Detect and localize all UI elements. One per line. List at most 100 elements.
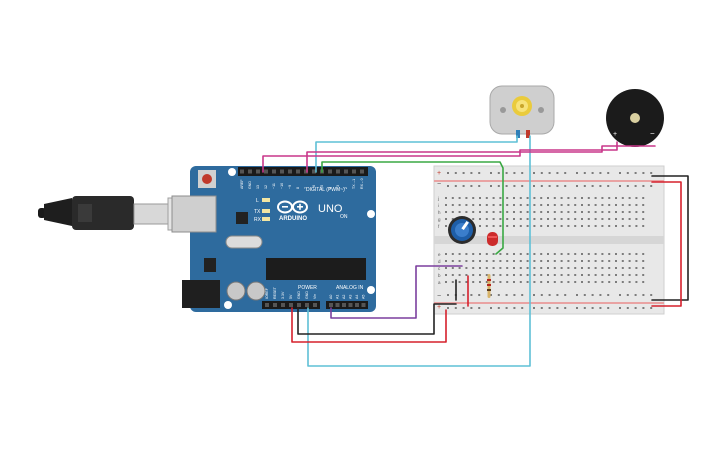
breadboard-hole[interactable]	[548, 294, 551, 296]
breadboard-hole[interactable]	[553, 204, 556, 206]
breadboard-hole[interactable]	[621, 218, 624, 220]
breadboard-hole[interactable]	[547, 281, 549, 283]
breadboard-hole[interactable]	[642, 172, 645, 174]
header-pin[interactable]	[329, 303, 333, 307]
breadboard-hole[interactable]	[547, 197, 549, 199]
breadboard-hole[interactable]	[499, 274, 502, 276]
breadboard-hole[interactable]	[499, 204, 502, 206]
breadboard-hole[interactable]	[465, 274, 468, 276]
breadboard-hole[interactable]	[519, 225, 522, 227]
breadboard-hole[interactable]	[521, 172, 524, 174]
breadboard-hole[interactable]	[594, 260, 597, 262]
breadboard-hole[interactable]	[587, 204, 590, 206]
breadboard-hole[interactable]	[485, 253, 488, 255]
breadboard-hole[interactable]	[526, 274, 529, 276]
breadboard-hole[interactable]	[560, 204, 563, 206]
breadboard-hole[interactable]	[533, 274, 536, 276]
breadboard-hole[interactable]	[581, 267, 583, 269]
breadboard-hole[interactable]	[451, 204, 454, 206]
red-led[interactable]	[487, 232, 498, 246]
wire-green[interactable]	[321, 161, 504, 255]
header-pin[interactable]	[281, 303, 285, 307]
breadboard-hole[interactable]	[540, 172, 543, 174]
breadboard-hole[interactable]	[556, 185, 559, 187]
breadboard-hole[interactable]	[642, 211, 645, 213]
breadboard-hole[interactable]	[513, 172, 516, 174]
breadboard-hole[interactable]	[601, 211, 604, 213]
breadboard-hole[interactable]	[478, 185, 481, 187]
breadboard-hole[interactable]	[576, 185, 578, 187]
wire-cyan-return[interactable]	[307, 135, 531, 367]
breadboard-hole[interactable]	[540, 307, 543, 309]
breadboard-hole[interactable]	[560, 253, 563, 255]
breadboard-hole[interactable]	[533, 294, 535, 296]
breadboard-hole[interactable]	[521, 307, 524, 309]
breadboard-hole[interactable]	[506, 260, 509, 262]
breadboard-hole[interactable]	[601, 274, 604, 276]
breadboard-hole[interactable]	[499, 211, 502, 213]
breadboard-hole[interactable]	[621, 197, 624, 199]
breadboard-hole[interactable]	[581, 253, 583, 255]
breadboard-hole[interactable]	[454, 172, 457, 174]
breadboard-hole[interactable]	[526, 253, 529, 255]
breadboard-hole[interactable]	[601, 204, 604, 206]
breadboard-hole[interactable]	[553, 260, 556, 262]
breadboard-hole[interactable]	[485, 260, 488, 262]
breadboard-hole[interactable]	[490, 172, 492, 174]
breadboard-hole[interactable]	[635, 218, 638, 220]
breadboard-hole[interactable]	[591, 185, 594, 187]
breadboard-hole[interactable]	[540, 211, 543, 213]
breadboard-hole[interactable]	[533, 218, 536, 220]
breadboard-hole[interactable]	[454, 185, 457, 187]
breadboard-hole[interactable]	[492, 267, 495, 269]
breadboard-hole[interactable]	[574, 197, 577, 199]
breadboard-hole[interactable]	[540, 294, 543, 296]
breadboard-hole[interactable]	[564, 172, 567, 174]
breadboard-hole[interactable]	[445, 218, 447, 220]
breadboard-hole[interactable]	[548, 172, 551, 174]
breadboard-hole[interactable]	[594, 281, 597, 283]
breadboard-hole[interactable]	[445, 260, 447, 262]
breadboard-hole[interactable]	[540, 253, 543, 255]
breadboard-hole[interactable]	[472, 197, 475, 199]
breadboard-hole[interactable]	[458, 253, 461, 255]
breadboard-hole[interactable]	[499, 197, 502, 199]
header-pin[interactable]	[296, 169, 300, 174]
breadboard-hole[interactable]	[564, 307, 567, 309]
breadboard-hole[interactable]	[506, 197, 509, 199]
arduino-uno-board[interactable]: L TX RX ON ARDUINO UNO DIGITAL (PWM~) PO…	[171, 166, 376, 312]
header-pin[interactable]	[312, 169, 316, 174]
breadboard-hole[interactable]	[642, 204, 645, 206]
header-pin[interactable]	[361, 303, 366, 307]
breadboard-hole[interactable]	[458, 197, 461, 199]
breadboard-hole[interactable]	[608, 225, 611, 227]
breadboard-hole[interactable]	[540, 197, 543, 199]
breadboard-hole[interactable]	[567, 204, 570, 206]
header-pin[interactable]	[256, 169, 260, 174]
breadboard-hole[interactable]	[540, 260, 543, 262]
breadboard-hole[interactable]	[608, 274, 611, 276]
breadboard-hole[interactable]	[506, 218, 509, 220]
breadboard-hole[interactable]	[599, 172, 602, 174]
breadboard-hole[interactable]	[567, 197, 570, 199]
breadboard-hole[interactable]	[497, 307, 500, 309]
breadboard-hole[interactable]	[621, 260, 624, 262]
breadboard-hole[interactable]	[608, 211, 611, 213]
breadboard-hole[interactable]	[506, 281, 509, 283]
breadboard-hole[interactable]	[574, 211, 577, 213]
header-pin[interactable]	[280, 169, 284, 174]
breadboard-hole[interactable]	[615, 274, 617, 276]
breadboard-hole[interactable]	[451, 274, 454, 276]
breadboard-hole[interactable]	[458, 274, 461, 276]
breadboard-hole[interactable]	[642, 260, 645, 262]
breadboard-hole[interactable]	[492, 197, 495, 199]
breadboard-hole[interactable]	[470, 294, 473, 296]
breadboard-hole[interactable]	[556, 307, 559, 309]
header-pin[interactable]	[305, 303, 309, 307]
breadboard-hole[interactable]	[628, 211, 631, 213]
breadboard-hole[interactable]	[458, 260, 461, 262]
breadboard-hole[interactable]	[581, 281, 583, 283]
breadboard-hole[interactable]	[451, 260, 454, 262]
